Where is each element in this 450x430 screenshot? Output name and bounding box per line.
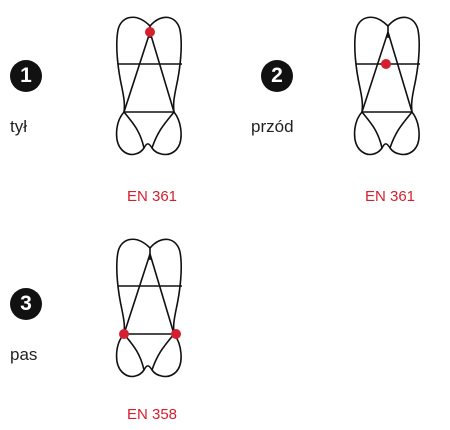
label-waist: pas: [10, 345, 38, 364]
attachment-dot-front: [381, 59, 391, 69]
attachment-dot-waist-right: [171, 329, 181, 339]
harness-diagram-back: [115, 16, 183, 156]
number-badge-1: 1: [10, 60, 42, 92]
harness-diagram-front: [353, 16, 421, 156]
attachment-dot-back: [145, 27, 155, 37]
standard-label-3: EN 358: [126, 406, 178, 423]
label-back: tył: [10, 117, 27, 136]
number-2: 2: [271, 64, 283, 87]
harness-diagram-waist: [115, 238, 183, 378]
number-3: 3: [20, 292, 32, 315]
number-1: 1: [20, 64, 32, 87]
label-front: przód: [251, 117, 294, 136]
number-badge-3: 3: [10, 288, 42, 320]
standard-label-2: EN 361: [364, 188, 416, 205]
attachment-dot-waist-left: [119, 329, 129, 339]
standard-label-1: EN 361: [126, 188, 178, 205]
number-badge-2: 2: [261, 60, 293, 92]
